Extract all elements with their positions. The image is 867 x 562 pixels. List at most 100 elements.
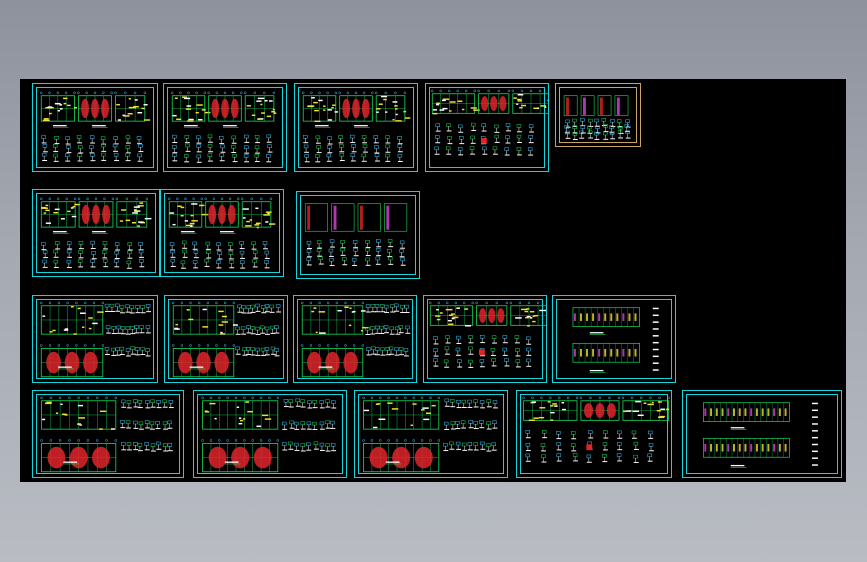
title-label [318, 366, 335, 370]
drawing-sheet-r4-3[interactable] [354, 390, 508, 478]
sheet-border [686, 394, 838, 474]
drawing-sheet-r4-4[interactable] [516, 390, 672, 478]
title-label [314, 125, 331, 128]
drawing-sheet-r3-2[interactable] [164, 295, 288, 383]
sheet-content [572, 307, 659, 373]
sheet-content [170, 91, 277, 163]
sheet-content [201, 396, 337, 473]
floor-plan [475, 301, 509, 326]
title-label [52, 231, 69, 234]
drawing-sheet-r1-1[interactable] [32, 83, 158, 172]
floor-plan [362, 396, 441, 430]
floor-plan [338, 91, 374, 122]
detail-callouts [306, 239, 406, 267]
detail-callouts [443, 398, 498, 452]
sheet-border [197, 394, 343, 474]
floor-plan [40, 439, 118, 473]
drawing-sheet-r3-4[interactable] [423, 295, 547, 383]
floor-plan [579, 396, 621, 421]
detail-callouts [303, 134, 403, 163]
sheet-content [304, 203, 408, 267]
sheet-content [301, 91, 411, 163]
title-label [589, 332, 606, 335]
drawing-sheet-r1-2[interactable] [163, 83, 287, 172]
floor-plan [374, 91, 411, 122]
floor-plan [168, 197, 209, 228]
floor-plan [114, 91, 151, 122]
sheet-border [297, 299, 413, 379]
drawing-sheet-r3-1[interactable] [32, 295, 158, 383]
title-label [92, 125, 108, 128]
sheet-border [168, 299, 284, 379]
sheet-content [563, 95, 631, 141]
title-label [189, 366, 206, 370]
notes-column [812, 402, 818, 466]
floor-plan [201, 396, 280, 430]
sheet-border [36, 87, 154, 168]
detail-callouts [564, 118, 631, 141]
sheet-border [358, 394, 504, 474]
detail-callouts [282, 398, 337, 452]
detail-callouts [104, 303, 152, 357]
drawing-sheet-r3-3[interactable] [293, 295, 417, 383]
floor-plan [477, 89, 511, 114]
drawing-sheet-r2-2[interactable] [160, 189, 284, 277]
elevation-drawing [703, 402, 790, 422]
cad-model-space[interactable] [20, 79, 846, 482]
floor-plan [172, 344, 236, 378]
floor-plan [77, 91, 113, 122]
detail-callouts [41, 240, 145, 269]
sheet-border [559, 87, 637, 143]
floor-plan [40, 91, 78, 122]
drawing-sheet-r4-5[interactable] [682, 390, 842, 478]
title-label [223, 125, 239, 128]
sheet-content [429, 301, 546, 368]
floor-plan [40, 396, 118, 430]
elevation-drawing [703, 437, 790, 458]
detail-callouts [41, 135, 144, 162]
sheet-content [172, 301, 282, 378]
floor-plan [240, 197, 276, 229]
drawing-sheet-r2-3[interactable] [296, 191, 420, 279]
drawing-sheet-r2-1[interactable] [32, 189, 160, 277]
drawing-sheet-r4-1[interactable] [32, 390, 184, 478]
floor-plan [40, 197, 81, 228]
floor-plan [431, 89, 480, 115]
floor-plan [621, 396, 670, 421]
drawing-sheet-r1-4[interactable] [425, 83, 549, 172]
floor-plan [301, 301, 369, 335]
section-drawings [563, 95, 629, 116]
elevation-drawing [572, 342, 640, 363]
notes-column [652, 307, 659, 371]
floor-plan [170, 91, 211, 122]
sheet-border [556, 299, 672, 379]
title-label [183, 125, 200, 128]
sheet-content [40, 197, 152, 269]
title-label [589, 369, 606, 373]
detail-callouts [235, 303, 282, 357]
floor-plan [77, 197, 115, 228]
sheet-content [703, 402, 818, 468]
sheet-border [520, 394, 668, 474]
floor-plan [40, 344, 105, 378]
sheet-border [300, 195, 416, 275]
title-label [220, 231, 236, 234]
floor-plan [511, 89, 548, 114]
floor-plan [429, 301, 474, 327]
floor-plan [115, 197, 152, 228]
drawing-sheet-r3-5[interactable] [552, 295, 676, 383]
section-drawings [304, 203, 408, 232]
detail-callouts [120, 399, 174, 452]
floor-plan [207, 91, 243, 122]
sheet-content [40, 91, 151, 162]
sheet-border [36, 299, 154, 379]
title-label [730, 464, 747, 468]
sheet-border [298, 87, 414, 168]
drawing-sheet-r1-5[interactable] [555, 83, 641, 147]
drawing-sheet-r1-3[interactable] [294, 83, 418, 172]
title-label [92, 231, 108, 234]
floor-plan [204, 197, 240, 228]
floor-plan [40, 301, 105, 335]
sheet-border [36, 394, 180, 474]
drawing-sheet-r4-2[interactable] [193, 390, 347, 478]
